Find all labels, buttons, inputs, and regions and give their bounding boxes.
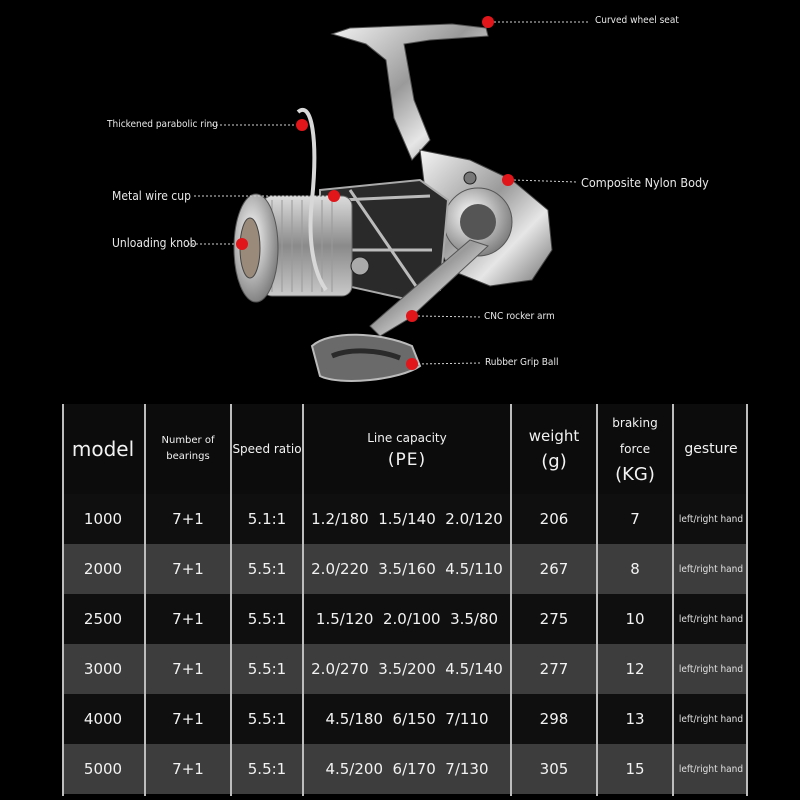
cell-hand: left/right hand: [678, 663, 744, 675]
cell-model: 2000: [83, 560, 123, 578]
fishing-reel-illustration: [188, 16, 590, 382]
cell-brake: 7: [630, 510, 640, 528]
callout-leader-lines: [188, 21, 590, 365]
cell-brake: 13: [625, 710, 645, 728]
cell-ratio: 5.5:1: [247, 710, 287, 728]
callout-markers: [236, 16, 514, 370]
header-braking-force-label: braking force: [612, 416, 658, 456]
cell-hand: left/right hand: [678, 763, 744, 775]
cell-weight: 277: [539, 660, 569, 678]
cell-model: 1000: [83, 510, 123, 528]
grid-line: [746, 404, 748, 796]
cell-capacity: 2.0/220 3.5/160 4.5/110: [311, 560, 503, 578]
cell-hand: left/right hand: [678, 513, 744, 525]
grid-line: [302, 404, 304, 796]
cell-brake: 12: [625, 660, 645, 678]
callout-composite-nylon-body: Composite Nylon Body: [581, 175, 709, 190]
cell-ratio: 5.5:1: [247, 760, 287, 778]
header-weight-unit: (g): [541, 451, 567, 472]
cell-ratio: 5.5:1: [247, 610, 287, 628]
cell-model: 5000: [83, 760, 123, 778]
cell-brake: 8: [630, 560, 640, 578]
header-weight-label: weight: [528, 427, 580, 445]
cell-bearings: 7+1: [172, 510, 204, 528]
grid-line: [144, 404, 146, 796]
cell-brake: 15: [625, 760, 645, 778]
callout-unloading-knob: Unloading knob: [112, 236, 197, 250]
table-row: 1000 7+1 5.1:1 1.2/180 1.5/140 2.0/120 206 7 l…: [62, 494, 748, 544]
grid-line: [672, 404, 674, 796]
header-bearings: Number of bearings: [161, 435, 215, 462]
cell-bearings: 7+1: [172, 560, 204, 578]
table-row: 2000 7+1 5.5:1 2.0/220 3.5/160 4.5/110 267 8 l…: [62, 544, 748, 594]
cell-bearings: 7+1: [172, 760, 204, 778]
bail-wire: [296, 108, 328, 292]
cell-brake: 10: [625, 610, 645, 628]
table-header-row: model Number of bearings Speed ratio Lin…: [62, 404, 748, 494]
table-row: 5000 7+1 5.5:1 4.5/200 6/170 7/130 305 15 left…: [62, 744, 748, 794]
grid-line: [62, 404, 64, 796]
cell-bearings: 7+1: [172, 660, 204, 678]
cell-hand: left/right hand: [678, 563, 744, 575]
spec-table: model Number of bearings Speed ratio Lin…: [62, 404, 748, 796]
cell-weight: 267: [539, 560, 569, 578]
grid-line: [596, 404, 598, 796]
callout-thickened-parabolic-ring: Thickened parabolic ring: [107, 119, 218, 130]
cell-weight: 298: [539, 710, 569, 728]
header-speed-ratio: Speed ratio: [232, 442, 302, 456]
cell-bearings: 7+1: [172, 610, 204, 628]
header-braking-force-unit: (KG): [615, 464, 655, 485]
header-line-capacity-label: Line capacity: [367, 431, 447, 445]
cell-weight: 275: [539, 610, 569, 628]
cell-model: 2500: [83, 610, 123, 628]
cell-model: 4000: [83, 710, 123, 728]
cell-capacity: 4.5/180 6/150 7/110: [325, 710, 489, 728]
cell-bearings: 7+1: [172, 710, 204, 728]
table-row: 4000 7+1 5.5:1 4.5/180 6/150 7/110 298 13 left…: [62, 694, 748, 744]
cell-weight: 305: [539, 760, 569, 778]
cell-weight: 206: [539, 510, 569, 528]
header-braking-force: braking force (KG): [598, 404, 672, 494]
callout-curved-wheel-seat: Curved wheel seat: [595, 15, 679, 26]
grid-line: [510, 404, 512, 796]
cell-model: 3000: [83, 660, 123, 678]
header-model: model: [71, 437, 135, 461]
table-row: 3000 7+1 5.5:1 2.0/270 3.5/200 4.5/140 277 12…: [62, 644, 748, 694]
cell-hand: left/right hand: [678, 713, 744, 725]
cell-capacity: 1.5/120 2.0/100 3.5/80: [315, 610, 499, 628]
cell-ratio: 5.5:1: [247, 560, 287, 578]
rubber-grip: [310, 333, 422, 382]
header-line-capacity: Line capacity (PE): [304, 404, 510, 494]
cell-capacity: 2.0/270 3.5/200 4.5/140: [311, 660, 503, 678]
callout-metal-wire-cup: Metal wire cup: [112, 189, 191, 203]
cell-hand: left/right hand: [678, 613, 744, 625]
cell-capacity: 1.2/180 1.5/140 2.0/120: [311, 510, 503, 528]
cell-capacity: 4.5/200 6/170 7/130: [325, 760, 489, 778]
grid-line: [230, 404, 232, 796]
cell-ratio: 5.5:1: [247, 660, 287, 678]
callout-cnc-rocker-arm: CNC rocker arm: [484, 311, 555, 322]
table-row: 2500 7+1 5.5:1 1.5/120 2.0/100 3.5/80 275 10 l…: [62, 594, 748, 644]
reel-foot: [330, 23, 489, 161]
header-gesture: gesture: [684, 441, 738, 457]
header-weight: weight (g): [512, 404, 596, 494]
callout-rubber-grip-ball: Rubber Grip Ball: [485, 357, 559, 368]
header-line-capacity-unit: (PE): [387, 450, 427, 470]
cell-ratio: 5.1:1: [247, 510, 287, 528]
